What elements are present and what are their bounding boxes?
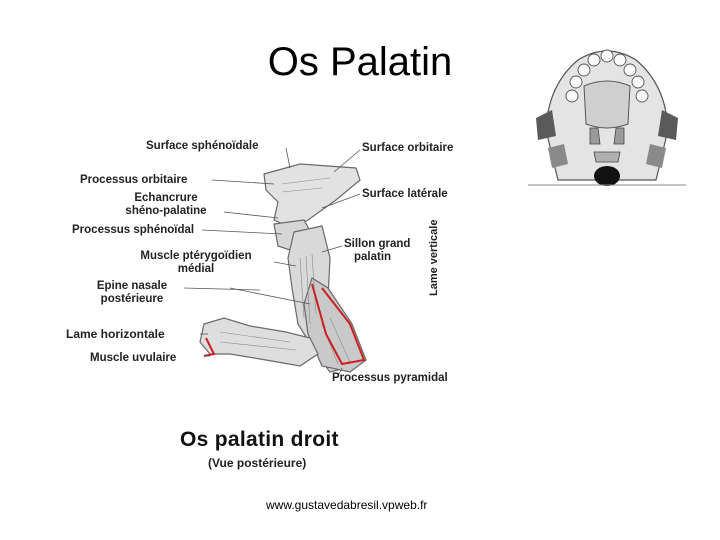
label-lame-verticale: Lame verticale <box>428 219 440 296</box>
skull-thumbnail-image <box>528 40 686 186</box>
label-muscle-uvulaire: Muscle uvulaire <box>90 352 177 364</box>
palatine-bone-diagram: Surface sphénoïdale Surface orbitaire Pr… <box>60 128 480 398</box>
label-epine-nasale: Epine nasale postérieure <box>82 280 182 306</box>
footer-url: www.gustavedabresil.vpweb.fr <box>266 498 428 512</box>
palatine-bone-illustration <box>183 147 367 377</box>
label-lame-horizontale: Lame horizontale <box>66 327 165 341</box>
label-muscle-ptery-line2: médial <box>177 263 215 275</box>
caption-subtitle: (Vue postérieure) <box>208 456 307 470</box>
label-processus-orbitaire: Processus orbitaire <box>80 174 188 186</box>
label-echancrure-line1: Echancrure <box>134 192 198 204</box>
label-echancrure-line2: shéno-palatine <box>125 205 207 217</box>
label-sillon-line1: Sillon grand <box>344 238 411 250</box>
label-muscle-pterygoidien: Muscle ptérygoïdien médial <box>116 250 276 276</box>
label-surface-laterale: Surface latérale <box>362 188 448 200</box>
slide-title: Os Palatin <box>267 40 453 84</box>
label-muscle-ptery-line1: Muscle ptérygoïdien <box>140 250 252 262</box>
label-processus-sphenoidal: Processus sphénoïdal <box>72 224 195 236</box>
caption-title: Os palatin droit <box>180 428 339 451</box>
label-surface-sphenoidale: Surface sphénoïdale <box>146 140 259 152</box>
label-surface-orbitaire: Surface orbitaire <box>362 142 454 154</box>
label-echancrure: Echancrure shéno-palatine <box>108 192 224 218</box>
label-sillon-grand-palatin: Sillon grand palatin <box>344 238 410 264</box>
label-processus-pyramidal: Processus pyramidal <box>332 372 448 384</box>
label-epine-line2: postérieure <box>100 293 164 305</box>
label-sillon-line2: palatin <box>354 251 392 263</box>
label-epine-line1: Epine nasale <box>96 280 168 292</box>
